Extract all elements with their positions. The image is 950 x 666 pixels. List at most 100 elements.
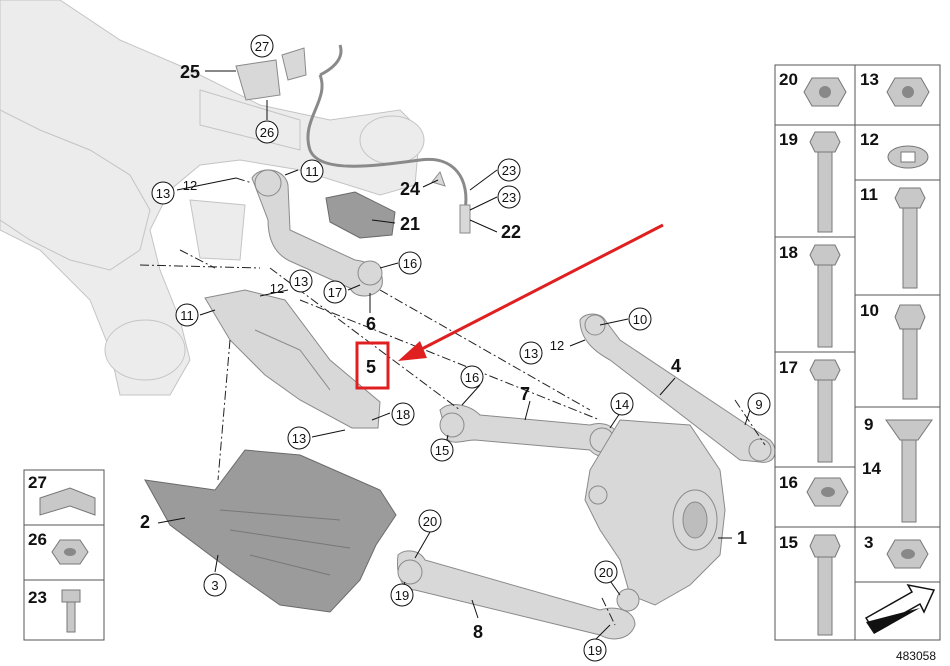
control-arm-8: [396, 550, 640, 640]
callout-20b: 20: [594, 560, 618, 584]
legend-item-23: 23: [28, 588, 81, 633]
trailing-arm: [204, 289, 381, 429]
callout-26: 26: [255, 120, 279, 144]
callout-15a: 15: [430, 438, 454, 462]
legend-item-20: 20: [779, 70, 847, 107]
bracket-21: [325, 191, 396, 239]
svg-text:16: 16: [465, 370, 479, 385]
svg-text:14: 14: [862, 459, 881, 478]
svg-text:15: 15: [435, 443, 449, 458]
label-22: 22: [501, 222, 521, 242]
svg-text:13: 13: [294, 274, 308, 289]
svg-text:19: 19: [395, 588, 409, 603]
legend-item-13: 13: [860, 70, 930, 107]
clip-icon: [39, 487, 96, 516]
bolt-icon: [809, 244, 841, 348]
countersunk-bolt-icon: [885, 419, 933, 523]
callout-19a: 19: [390, 583, 414, 607]
legend-item-15: 15: [779, 533, 841, 636]
svg-text:26: 26: [28, 530, 47, 549]
svg-text:15: 15: [779, 533, 798, 552]
self-locking-nut-icon: [886, 77, 930, 107]
bolt-icon: [809, 359, 841, 463]
hex-nut-icon: [886, 539, 929, 569]
label-6: 6: [366, 314, 376, 334]
callout-12c: 12: [550, 338, 564, 353]
callout-20a: 20: [418, 509, 442, 533]
svg-text:12: 12: [550, 338, 564, 353]
svg-text:23: 23: [28, 588, 47, 607]
label-7: 7: [520, 384, 530, 404]
bracket-25: [235, 47, 307, 101]
svg-text:17: 17: [779, 358, 798, 377]
svg-text:26: 26: [260, 125, 274, 140]
flange-nut-icon: [806, 477, 849, 507]
svg-text:19: 19: [588, 643, 602, 658]
legend-item-11: 11: [860, 185, 926, 289]
legend-item-18: 18: [779, 243, 841, 348]
svg-text:18: 18: [779, 243, 798, 262]
svg-text:11: 11: [860, 185, 878, 204]
svg-text:11: 11: [180, 308, 194, 323]
underbody-cover: [144, 449, 397, 613]
svg-text:17: 17: [328, 285, 342, 300]
legend-item-10: 10: [860, 301, 926, 400]
callout-17a: 17: [323, 280, 347, 304]
callout-12a: 12: [183, 178, 197, 193]
diagram-reference-number: 483058: [896, 649, 936, 663]
label-1: 1: [737, 528, 747, 548]
svg-text:12: 12: [183, 178, 197, 193]
svg-text:12: 12: [270, 281, 284, 296]
svg-text:14: 14: [615, 397, 629, 412]
svg-text:13: 13: [156, 186, 170, 201]
wheel-carrier: [584, 419, 726, 606]
pointer-arrow: [398, 223, 664, 361]
control-arm-4: [579, 313, 776, 463]
legend-item-26: 26: [28, 530, 89, 565]
control-arm-7: [439, 404, 619, 457]
callout-13d: 13: [519, 341, 543, 365]
callout-9a: 9: [747, 392, 771, 416]
washer-icon: [887, 145, 929, 169]
callouts: 27 26 13 12 11 23 23 16 17 13 11 12 13 1…: [140, 34, 771, 662]
bolt-icon: [894, 187, 926, 289]
legend-item-19: 19: [779, 130, 841, 233]
callout-23b: 23: [497, 185, 521, 209]
bolt-icon: [809, 131, 841, 233]
svg-text:16: 16: [779, 473, 798, 492]
legend-item-14: 14: [862, 419, 933, 523]
svg-text:20: 20: [599, 565, 613, 580]
legend-item-17: 17: [779, 358, 841, 463]
callout-19b: 19: [583, 638, 607, 662]
svg-text:16: 16: [403, 256, 417, 271]
callout-14a: 14: [610, 392, 634, 416]
svg-text:9: 9: [864, 415, 873, 434]
legend-item-3: 3: [864, 533, 929, 569]
screw-icon: [61, 589, 81, 633]
svg-text:20: 20: [779, 70, 798, 89]
svg-text:20: 20: [423, 514, 437, 529]
highlight-box: [355, 341, 390, 390]
callout-12b: 12: [270, 281, 284, 296]
right-legend: 20 13 19 12 11 18 10 17 9 14 16 15 3: [774, 64, 941, 641]
svg-text:3: 3: [211, 578, 218, 593]
label-25: 25: [180, 62, 200, 82]
svg-text:18: 18: [396, 407, 410, 422]
callout-16b: 16: [460, 365, 484, 389]
label-5: 5: [366, 357, 376, 377]
svg-text:11: 11: [305, 164, 319, 179]
svg-text:10: 10: [633, 312, 647, 327]
svg-text:23: 23: [502, 190, 516, 205]
callout-11b: 11: [175, 303, 199, 327]
callout-10a: 10: [628, 307, 652, 331]
callout-18a: 18: [391, 402, 415, 426]
svg-text:13: 13: [860, 70, 879, 89]
bolt-icon: [894, 304, 926, 400]
label-21: 21: [400, 214, 420, 234]
svg-text:3: 3: [864, 533, 873, 552]
label-24: 24: [400, 179, 420, 199]
left-legend: 27 26 23: [23, 469, 105, 641]
callout-13c: 13: [287, 426, 311, 450]
legend-item-direction: [864, 583, 936, 634]
